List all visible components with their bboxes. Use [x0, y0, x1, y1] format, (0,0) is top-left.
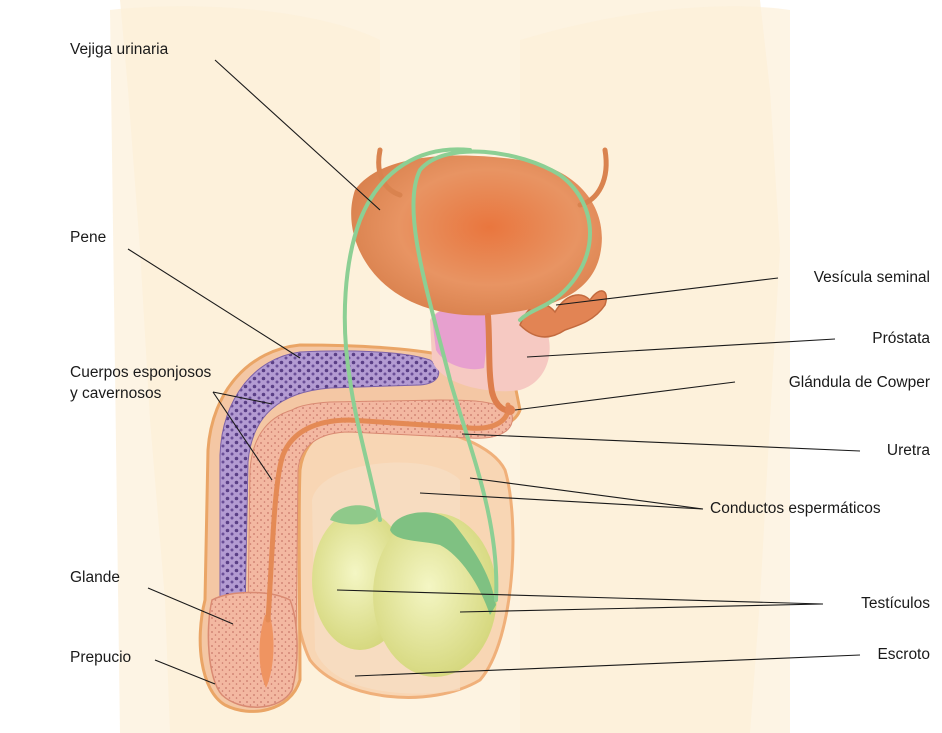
label-cuerpos-2: y cavernosos [70, 384, 161, 404]
glans-shape [208, 593, 297, 708]
label-escroto: Escroto [877, 645, 930, 665]
label-glandula-cowper: Glándula de Cowper [789, 373, 930, 393]
label-testiculos: Testículos [861, 594, 930, 614]
cowper-gland-shape [505, 405, 515, 415]
label-glande: Glande [70, 568, 120, 588]
label-vesicula-seminal: Vesícula seminal [814, 268, 930, 288]
label-vejiga-urinaria: Vejiga urinaria [70, 40, 168, 60]
label-prepucio: Prepucio [70, 648, 131, 668]
label-conductos-espermaticos: Conductos espermáticos [710, 499, 881, 519]
label-pene: Pene [70, 228, 106, 248]
label-uretra: Uretra [887, 441, 930, 461]
label-prostata: Próstata [872, 329, 930, 349]
label-cuerpos-1: Cuerpos esponjosos [70, 363, 211, 383]
